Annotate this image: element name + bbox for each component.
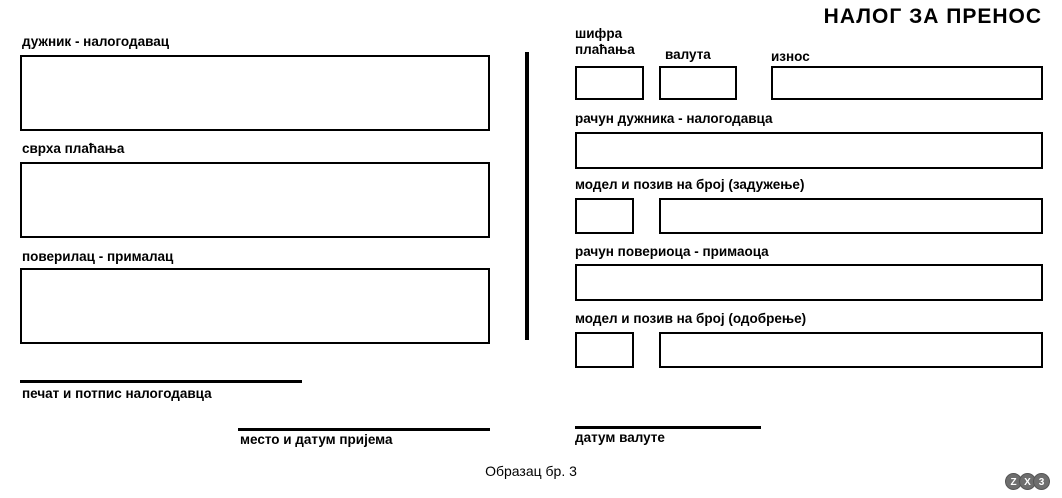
creditor-account-field[interactable]	[575, 264, 1043, 301]
creditor-field[interactable]	[20, 268, 490, 344]
amount-field[interactable]	[771, 66, 1043, 100]
debtor-field[interactable]	[20, 55, 490, 131]
debtor-account-field[interactable]	[575, 132, 1043, 169]
model-credit-field[interactable]	[575, 332, 634, 368]
amount-label: износ	[771, 49, 810, 64]
currency-field[interactable]	[659, 66, 737, 100]
currency-label: валута	[665, 47, 711, 62]
model-ref-debit-label: модел и позив на број (задужење)	[575, 177, 805, 192]
payment-code-label: шифра плаћања	[575, 26, 635, 57]
creditor-label: поверилац - прималац	[22, 249, 174, 264]
form-title: НАЛОГ ЗА ПРЕНОС	[823, 5, 1042, 28]
payment-purpose-label: сврха плаћања	[22, 141, 125, 156]
debtor-label: дужник - налогодавац	[22, 34, 170, 49]
value-date-label: датум валуте	[575, 430, 665, 445]
watermark-char-3: 3	[1033, 473, 1050, 490]
payment-code-field[interactable]	[575, 66, 644, 100]
model-debit-field[interactable]	[575, 198, 634, 234]
place-date-label: место и датум пријема	[240, 432, 393, 447]
place-date-line	[238, 428, 490, 431]
form-number: Образац бр. 3	[485, 463, 577, 479]
column-divider	[525, 52, 529, 340]
reference-number-credit-field[interactable]	[659, 332, 1043, 368]
creditor-account-label: рачун повериоца - примаоца	[575, 244, 769, 259]
watermark-logo: Z X 3	[1005, 473, 1050, 490]
model-ref-credit-label: модел и позив на број (одобрење)	[575, 311, 807, 326]
payment-purpose-field[interactable]	[20, 162, 490, 238]
reference-number-debit-field[interactable]	[659, 198, 1043, 234]
stamp-signature-label: печат и потпис налогодавца	[22, 386, 212, 401]
debtor-account-label: рачун дужника - налогодавца	[575, 111, 773, 126]
stamp-signature-line	[20, 380, 302, 383]
value-date-line	[575, 426, 761, 429]
